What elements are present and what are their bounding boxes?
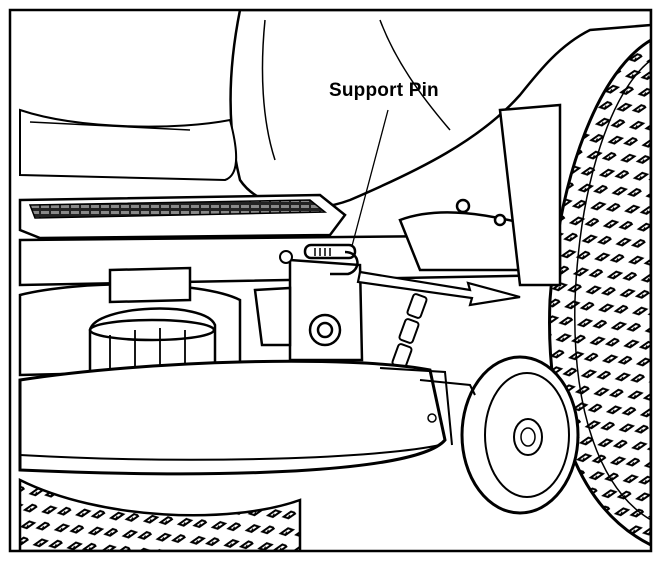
spindle-pulley xyxy=(18,266,242,387)
front-tire xyxy=(18,477,302,551)
support-pin xyxy=(279,243,359,276)
seat-body xyxy=(19,10,651,210)
mower-deck xyxy=(18,359,453,476)
removal-arrow xyxy=(356,270,521,307)
support-pin-callout: Support Pin xyxy=(329,80,439,101)
gauge-wheel xyxy=(419,355,580,515)
lift-bracket xyxy=(253,258,364,362)
spring-chain xyxy=(391,293,428,369)
figure-border xyxy=(8,8,653,553)
foot-platform xyxy=(18,193,347,240)
callout-leader xyxy=(351,109,389,247)
